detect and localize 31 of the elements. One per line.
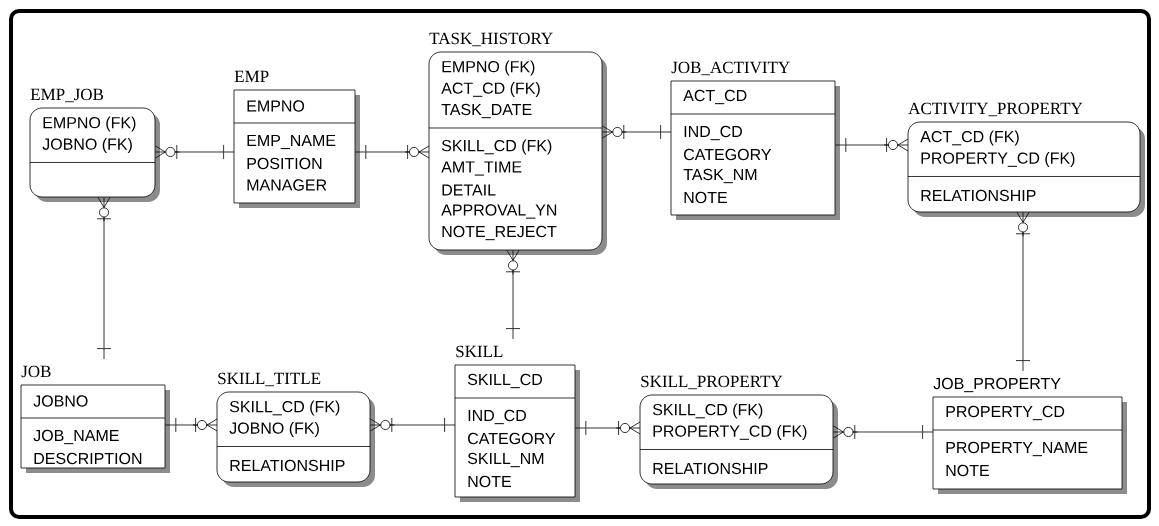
entity-table: JOB JOBNO JOB_NAME DESCRIPTION — [20, 365, 170, 473]
relationship-line — [96, 197, 112, 360]
node-label: ACTIVITY_PROPERTY — [908, 102, 1083, 117]
relationship-line — [1015, 212, 1031, 372]
node-label: EMP_JOB — [30, 88, 104, 103]
node-label: EMP — [234, 70, 269, 82]
entity-table: SKILL_TITLE SKILL_CD (FK) JOBNO (FK) RELATIONSHIP — [216, 372, 375, 487]
entity-table: SKILL_PROPERTY SKILL_CD (FK) PROPERTY_CD (FK) RELATIONSHIP — [639, 375, 838, 489]
entity-table: EMP_JOB EMPNO (FK) JOBNO (FK) — [29, 88, 160, 202]
entity-table: SKILL SKILL_CD IND_CD CATEGORY SKILL_NM NOTE — [454, 345, 580, 502]
node-label: JOB_ACTIVITY — [671, 61, 790, 76]
entity-table: ACTIVITY_PROPERTY ACT_CD (FK) PROPERTY_CD (FK) RELATIONSHIP — [907, 102, 1145, 217]
relationship-line — [835, 137, 909, 153]
relationship-line — [370, 417, 456, 433]
relationship-line — [505, 250, 521, 340]
node-label: SKILL_PROPERTY — [641, 375, 783, 390]
node-label: JOB_PROPERTY — [933, 377, 1061, 393]
relationship-line — [355, 144, 430, 160]
relationship-line — [155, 144, 235, 160]
relationship-line — [575, 420, 641, 436]
relationship-line — [602, 124, 672, 140]
node-label: JOB — [21, 365, 51, 378]
node-label: SKILL_TITLE — [218, 372, 321, 387]
entity-table: EMP EMPNO EMP_NAME POSITION MANAGER — [233, 70, 360, 208]
node-label: SKILL — [456, 345, 503, 358]
entity-table: JOB_ACTIVITY ACT_CD IND_CD CATEGORY TASK_NM NOTE — [670, 61, 840, 220]
entity-table: TASK_HISTORY EMPNO (FK) ACT_CD (FK) TASK_DATE SKILL_CD (FK) AMT_TIME DETAIL APPROVAL_YN NOTE_REJECT — [428, 32, 607, 255]
relationship-line — [165, 417, 218, 433]
relationship-line — [833, 424, 934, 440]
node-label: TASK_HISTORY — [429, 32, 553, 47]
entity-table: JOB_PROPERTY PROPERTY_CD PROPERTY_NAME NOTE — [932, 377, 1127, 494]
